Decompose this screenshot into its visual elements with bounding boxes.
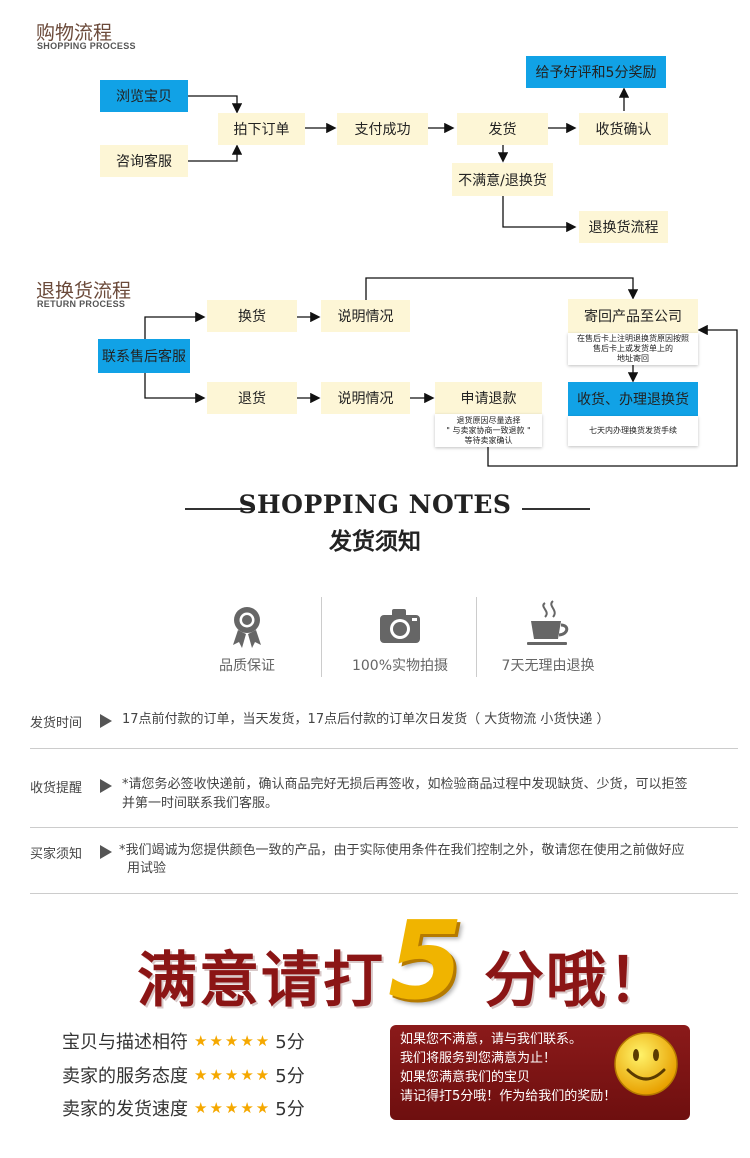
rating-row: 卖家的服务态度 ★★★★★ 5分 — [62, 1062, 305, 1088]
rating-label: 卖家的发货速度 — [62, 1099, 188, 1120]
rating-label: 宝贝与描述相符 — [62, 1032, 188, 1053]
reward-box: 给予好评和5分奖励 — [526, 56, 666, 88]
confirm-box: 收货确认 — [579, 113, 668, 145]
divider — [30, 748, 738, 749]
banner-text-left: 满意请打 — [137, 946, 385, 1016]
message-line: 如果您满意我们的宝贝 — [400, 1070, 531, 1085]
receipt-reminder-text: *请您务必签收快递前，确认商品完好无损后再签收，如检验商品过程中发现缺货、少货，… — [122, 777, 688, 792]
feature-divider — [321, 597, 322, 677]
shopping-notes-title: SHOPPING NOTES — [238, 490, 512, 519]
feature-divider — [476, 597, 477, 677]
divider — [30, 827, 738, 828]
rating-score: 5分 — [275, 1066, 305, 1087]
shopping-process-subtitle: SHOPPING PROCESS — [37, 41, 136, 51]
exchange-box: 换货 — [207, 300, 297, 332]
feature-real-photo-label: 100%实物拍摄 — [351, 658, 449, 674]
send-back-note: 在售后卡上注明退换货原因按照 售后卡上或发货单上的 地址寄回 — [568, 333, 698, 365]
rating-label: 卖家的服务态度 — [62, 1066, 188, 1087]
message-line: 请记得打5分哦！作为给我们的奖励！ — [400, 1089, 617, 1104]
buyer-notice-text: *我们竭诚为您提供颜色一致的产品，由于实际使用条件在我们控制之外，敬请您在使用之… — [119, 843, 685, 858]
refund-note: 退货原因尽量选择 " 与卖家协商一致退款 " 等待卖家确认 — [435, 414, 542, 447]
medal-icon — [233, 607, 261, 648]
apply-refund-box: 申请退款 — [435, 382, 542, 414]
refund-box: 退货 — [207, 382, 297, 414]
buyer-notice-text-2: 用试验 — [127, 861, 167, 876]
shipping-time-label: 发货时间 — [30, 716, 83, 731]
explain-exchange-box: 说明情况 — [321, 300, 410, 332]
return-process-title: 退换货流程 — [36, 280, 132, 302]
banner-text-right: 分哦！ — [484, 946, 670, 1016]
rating-score: 5分 — [275, 1032, 305, 1053]
feature-quality: 品质保证 — [172, 603, 322, 675]
rating-row: 宝贝与描述相符 ★★★★★ 5分 — [62, 1028, 305, 1054]
play-arrow-icon — [100, 714, 112, 728]
banner-number-five: 5 — [388, 899, 464, 1024]
order-box: 拍下订单 — [218, 113, 305, 145]
return-process-subtitle: RETURN PROCESS — [37, 299, 126, 309]
receive-note: 七天内办理换货发货手续 — [568, 416, 698, 446]
feature-real-photo: 100%实物拍摄 — [325, 603, 475, 675]
notes-rule-right — [522, 508, 590, 510]
return-flow-box: 退换货流程 — [579, 211, 668, 243]
ship-box: 发货 — [457, 113, 548, 145]
message-line: 我们将服务到您满意为止！ — [400, 1051, 557, 1066]
feature-return-label: 7天无理由退换 — [501, 658, 595, 674]
play-arrow-icon — [100, 845, 112, 859]
buyer-notice-label: 买家须知 — [30, 847, 83, 862]
receipt-reminder-label: 收货提醒 — [30, 781, 83, 796]
smiley-face-icon — [614, 1032, 678, 1096]
contact-service-box: 联系售后客服 — [98, 339, 190, 373]
star-icons: ★★★★★ — [194, 1066, 272, 1084]
shopping-process-title: 购物流程 — [36, 22, 113, 44]
shipping-time-text: 17点前付款的订单，当天发货，17点后付款的订单次日发货（ 大货物流 小货快递 … — [122, 712, 610, 727]
receive-box: 收货、办理退换货 — [568, 382, 698, 416]
shipping-notice-title: 发货须知 — [329, 529, 421, 555]
browse-box: 浏览宝贝 — [100, 80, 188, 112]
explain-refund-box: 说明情况 — [321, 382, 410, 414]
rating-score: 5分 — [275, 1099, 305, 1120]
divider — [30, 893, 738, 894]
paid-box: 支付成功 — [337, 113, 428, 145]
play-arrow-icon — [100, 779, 112, 793]
unsatisfied-box: 不满意/退换货 — [452, 163, 553, 196]
feature-return: 7天无理由退换 — [473, 599, 623, 675]
camera-icon — [380, 609, 420, 643]
consult-box: 咨询客服 — [100, 145, 188, 177]
rating-row: 卖家的发货速度 ★★★★★ 5分 — [62, 1095, 305, 1121]
receipt-reminder-text-2: 并第一时间联系我们客服。 — [122, 796, 279, 811]
star-icons: ★★★★★ — [194, 1032, 272, 1050]
notes-rule-left — [185, 508, 255, 510]
send-back-box: 寄回产品至公司 — [568, 299, 698, 333]
feature-quality-label: 品质保证 — [219, 658, 275, 674]
message-line: 如果您不满意，请与我们联系。 — [400, 1032, 583, 1047]
coffee-cup-icon — [527, 600, 569, 645]
star-icons: ★★★★★ — [194, 1099, 272, 1117]
